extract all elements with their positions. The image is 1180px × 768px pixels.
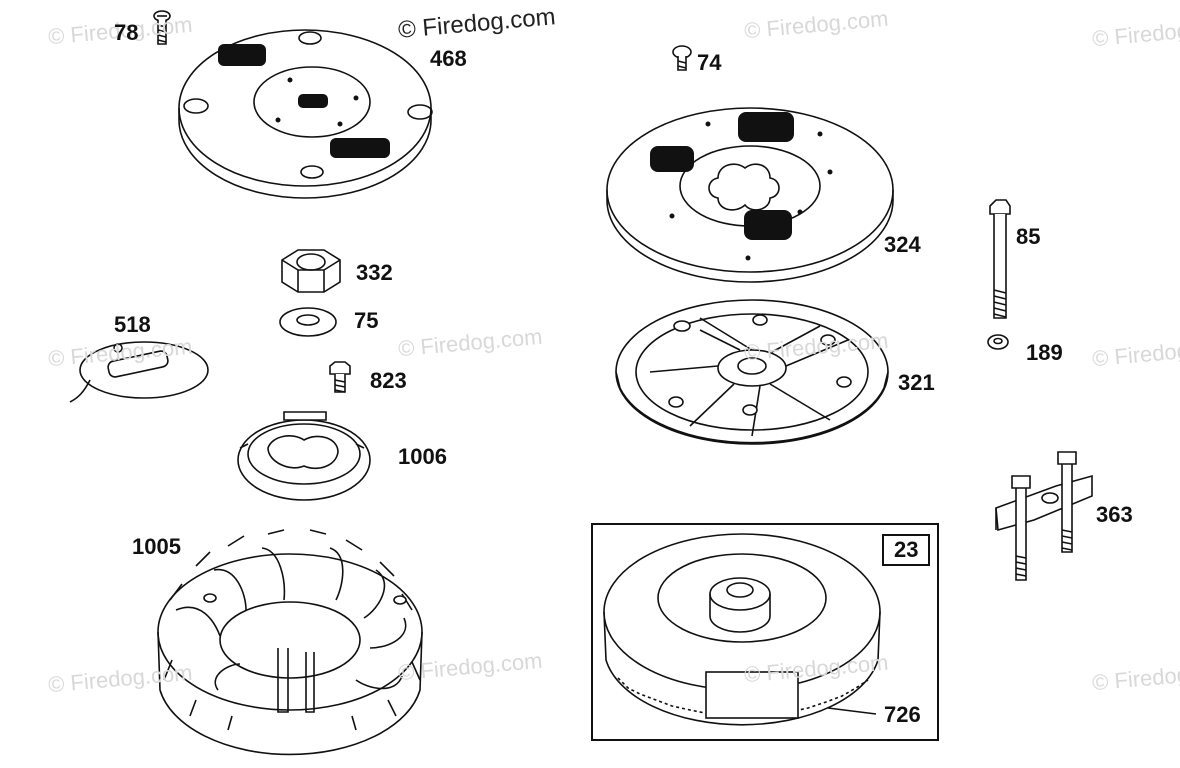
- callout-74: 74: [697, 50, 722, 75]
- callout-1006: 1006: [398, 444, 447, 469]
- callout-75: 75: [354, 308, 379, 333]
- callout-85: 85: [1016, 224, 1041, 249]
- callout-823: 823: [370, 368, 407, 393]
- nut-332-icon: [281, 249, 341, 293]
- screw-74-icon: [672, 45, 692, 71]
- callout-518: 518: [114, 312, 151, 337]
- cover-plate-324-icon: [606, 107, 894, 283]
- bracket-363-icon: [995, 451, 1093, 581]
- fan-hub-321-icon: [615, 299, 889, 445]
- callout-189: 189: [1026, 340, 1063, 365]
- callout-363: 363: [1096, 502, 1133, 527]
- callout-324: 324: [884, 232, 921, 257]
- lockwasher-189-icon: [987, 334, 1009, 350]
- callout-78: 78: [114, 20, 139, 45]
- plate-468-icon: [178, 29, 433, 199]
- fan-1005-icon: [157, 529, 423, 756]
- flywheel-box-icon: [591, 523, 939, 741]
- callout-726: 726: [884, 702, 921, 727]
- wire-518-icon: [69, 341, 209, 403]
- callout-468: 468: [430, 46, 467, 71]
- retainer-1006-icon: [237, 411, 371, 501]
- callout-321: 321: [898, 370, 935, 395]
- screw-78-icon: [153, 10, 171, 45]
- callout-1005: 1005: [132, 534, 181, 559]
- washer-75-icon: [279, 307, 337, 337]
- callout-332: 332: [356, 260, 393, 285]
- bolt-85-icon: [989, 199, 1011, 319]
- bolt-823-icon: [329, 361, 351, 393]
- callout-23: 23: [882, 534, 931, 566]
